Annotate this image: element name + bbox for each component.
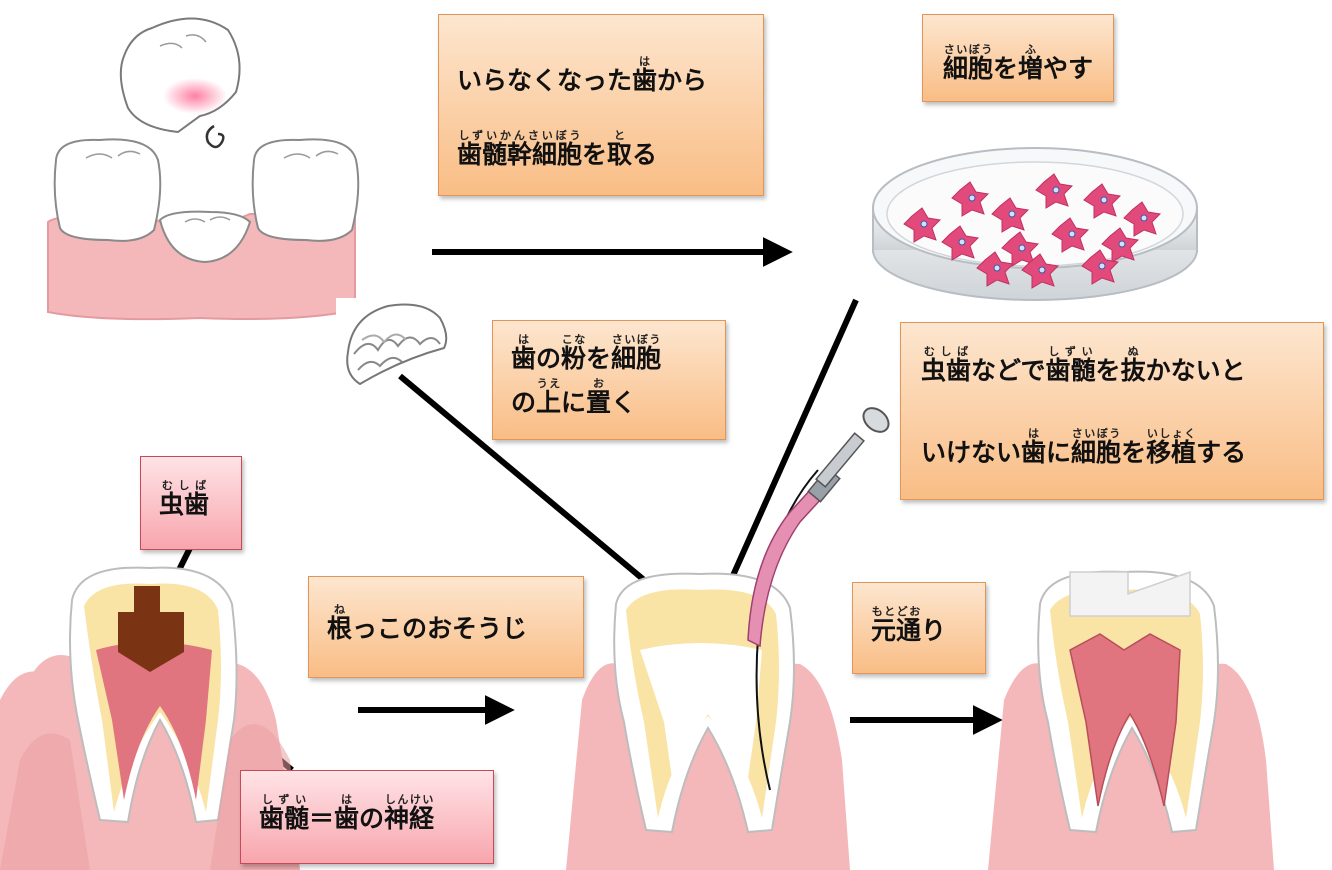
extraction-site-illustration [47, 138, 360, 324]
furigana: むしば [159, 479, 209, 492]
text-segment: を [586, 344, 612, 373]
furigana: こな [561, 333, 587, 346]
furigana: むしば [921, 345, 971, 358]
label-transplant-line2: いけない歯はに細胞さいぼうを移植いしょくする [921, 427, 1323, 469]
root-canal-file-icon [747, 407, 890, 791]
ruby-segment: 歯は [632, 55, 658, 95]
label-transplant: 虫歯むしばなどで歯髄しずいを抜ぬかないと いけない歯はに細胞さいぼうを移植いしょ… [900, 322, 1324, 500]
text-segment: る [632, 140, 658, 169]
furigana: もとどお [871, 605, 921, 618]
text-segment: っこのおそうじ [352, 614, 528, 643]
cleaned-tooth-illustration [566, 572, 850, 870]
ruby-segment: 虫歯むしば [159, 479, 210, 519]
furigana: いしょく [1146, 427, 1197, 440]
text-segment: から [657, 66, 708, 95]
ruby-segment: 歯髄しずい [259, 793, 310, 833]
text-segment: やす [1043, 54, 1094, 83]
petri-dish-icon [872, 147, 1198, 301]
label-extract-line1: いらなくなった歯はから [457, 55, 763, 97]
text-segment: する [1196, 438, 1247, 467]
ruby-segment: 抜ぬ [1120, 345, 1146, 385]
furigana: さいぼう [943, 43, 994, 56]
furigana: しずい [259, 793, 309, 806]
ruby-segment: 根ね [327, 603, 353, 643]
ruby-segment: 上うえ [536, 377, 562, 417]
label-pulp: 歯髄しずい＝歯はの神経しんけい [240, 770, 494, 864]
furigana: さいぼう [1071, 427, 1122, 440]
ruby-segment: 粉こな [561, 333, 587, 373]
text-segment: かないと [1145, 356, 1246, 385]
ruby-segment: 移植いしょく [1146, 427, 1197, 467]
furigana: しんけい [384, 793, 435, 806]
label-cavity-line1: 虫歯むしば [159, 479, 241, 521]
text-segment: いけない [921, 438, 1022, 467]
ruby-segment: 虫歯むしば [921, 345, 972, 385]
label-root-cleaning: 根ねっこのおそうじ [308, 576, 584, 678]
text-segment: の [536, 344, 562, 373]
label-powder-line2: の上うえに置おく [511, 377, 725, 419]
furigana: さいぼう [611, 333, 662, 346]
filling-icon [1069, 570, 1191, 617]
restored-tooth-illustration [988, 570, 1274, 870]
furigana: しずいかんさいぼう [457, 129, 583, 142]
furigana: ふ [1018, 43, 1044, 56]
ruby-segment: 歯は [1021, 427, 1047, 467]
furigana: は [1021, 427, 1047, 440]
ruby-segment: 増ふ [1018, 43, 1044, 83]
ruby-segment: 細胞さいぼう [1071, 427, 1122, 467]
label-extract-line2: 歯髄幹細胞しずいかんさいぼうを取とる [457, 129, 763, 171]
label-grow-cells: 細胞さいぼうを増ふやす [922, 14, 1114, 102]
label-cavity: 虫歯むしば [140, 456, 242, 550]
arrow-powder-to-tooth [398, 373, 677, 607]
text-segment: などで [971, 356, 1046, 385]
text-segment: に [1046, 438, 1072, 467]
ruby-segment: 元通もとどお [871, 605, 922, 645]
label-extract-stem-cells: いらなくなった歯はから 歯髄幹細胞しずいかんさいぼうを取とる [438, 14, 764, 196]
label-restore-line1: 元通もとどおり [871, 605, 985, 647]
label-clean-line1: 根ねっこのおそうじ [327, 603, 583, 645]
text-segment: く [611, 388, 637, 417]
ruby-segment: 歯は [334, 793, 360, 833]
tooth-powder-icon [346, 303, 448, 386]
label-pulp-line1: 歯髄しずい＝歯はの神経しんけい [259, 793, 493, 835]
label-restored: 元通もとどおり [852, 582, 986, 674]
ruby-segment: 神経しんけい [384, 793, 435, 833]
text-segment: の [511, 388, 537, 417]
ruby-segment: 歯は [511, 333, 537, 373]
label-transplant-line1: 虫歯むしばなどで歯髄しずいを抜ぬかないと [921, 345, 1323, 387]
label-tooth-powder: 歯は の 粉こな を 細胞さいぼう の上うえに置おく [492, 320, 726, 440]
furigana: ぬ [1120, 345, 1146, 358]
furigana: は [334, 793, 360, 806]
furigana: は [632, 55, 658, 68]
ruby-segment: 歯髄しずい [1045, 345, 1096, 385]
ruby-segment: 細胞さいぼう [943, 43, 994, 83]
text-segment: に [561, 388, 587, 417]
text-segment: ＝ [309, 804, 335, 833]
text-segment: を [1095, 356, 1121, 385]
ruby-segment: 取と [607, 129, 633, 169]
furigana: しずい [1045, 345, 1096, 358]
extracted-tooth-icon [119, 17, 241, 149]
furigana: は [511, 333, 536, 346]
furigana: と [607, 129, 633, 142]
label-powder-line1: 歯は の 粉こな を 細胞さいぼう [511, 333, 725, 375]
label-grow-line1: 細胞さいぼうを増ふやす [943, 43, 1113, 85]
ruby-segment: 歯髄幹細胞しずいかんさいぼう [457, 129, 583, 169]
furigana: ね [327, 603, 352, 616]
text-segment: を [993, 54, 1019, 83]
decayed-tooth-illustration [0, 566, 300, 870]
text-segment: り [921, 616, 947, 645]
ruby-segment: 置お [586, 377, 612, 417]
text-segment: の [359, 804, 385, 833]
text-segment: を [1121, 438, 1147, 467]
ruby-segment: 細胞さいぼう [611, 333, 662, 373]
furigana: お [586, 377, 612, 390]
text-segment: を [582, 140, 608, 169]
text-segment: いらなくなった [457, 66, 633, 95]
furigana: うえ [536, 377, 562, 390]
